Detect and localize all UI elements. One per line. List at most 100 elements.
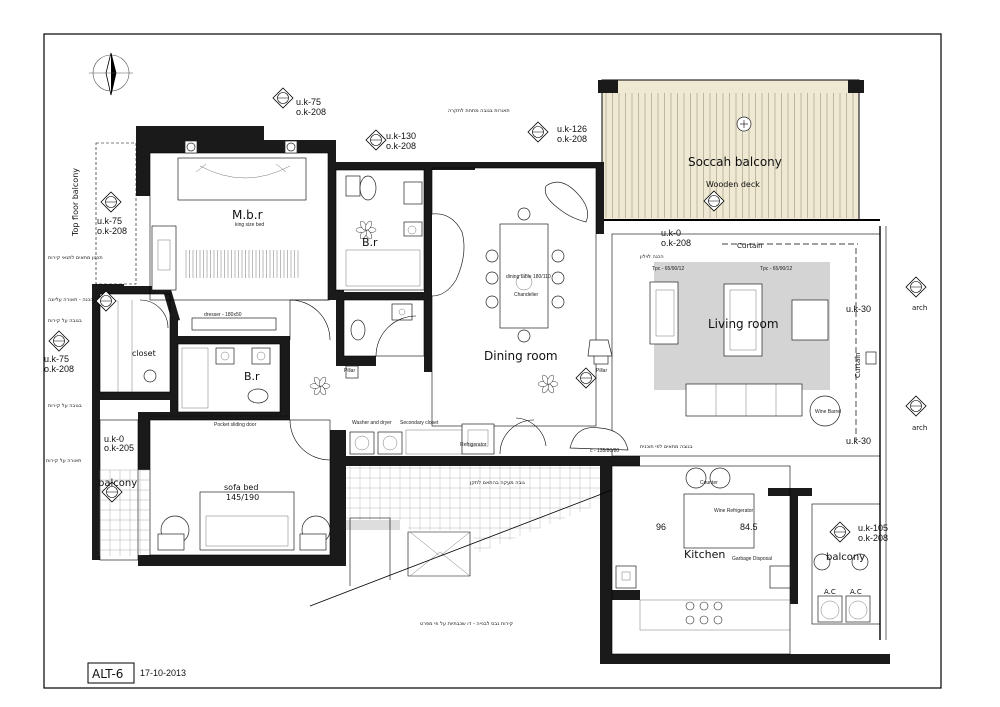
level-curtain-ok: o.k-208 (661, 238, 691, 248)
section-marker-icon (100, 191, 122, 213)
dining-chairs (485, 207, 565, 343)
section-marker-icon (575, 367, 597, 389)
bedroom-rug (185, 250, 299, 278)
room-label-balcony-right: balcony (826, 552, 865, 563)
section-marker-icon (829, 521, 851, 543)
sheet-date: 17-10-2013 (140, 668, 186, 678)
chandelier-note: Chandelier (514, 292, 539, 298)
burner (713, 601, 723, 611)
pocket-door-label: Pocket sliding door (214, 422, 257, 428)
section-marker-icon (95, 290, 117, 312)
king-bed (177, 157, 307, 201)
garbage-label: Garbage Disposal (732, 556, 772, 562)
hebrew-note-curtain: הכנה לוילון (640, 254, 664, 260)
section-marker-icon (905, 276, 927, 298)
level-left-upper-uk: u.k-75 (97, 216, 122, 226)
tv-label-2: Tpc - 65/90/12 (760, 266, 792, 272)
dining-chair (485, 295, 499, 309)
level-left-low-uk: u.k-0 (104, 434, 124, 444)
decorative-plants (309, 220, 559, 396)
dining-chair (517, 329, 531, 343)
hebrew-note-left-c: בגובה על קירות (48, 318, 82, 324)
curtain-label-side: Curtain (854, 352, 862, 378)
stair-cut (346, 504, 600, 606)
ac-label-1: A.C (824, 588, 836, 596)
room-label-kitchen: Kitchen (684, 548, 725, 561)
sofa-bed-label: sofa bed (224, 483, 258, 492)
pillar-label-1: Pillar (596, 368, 607, 374)
wine-barrel (809, 395, 841, 427)
sheet-id: ALT-6 (92, 667, 123, 681)
drawing-frame (43, 33, 942, 689)
burner (699, 601, 709, 611)
level-top-center-ok: o.k-208 (296, 107, 326, 117)
dining-chair (485, 271, 499, 285)
level-right-lower: u.k-30 (846, 436, 871, 446)
hebrew-note-kitchen: בגובה מתאים לפי תוכנית (640, 444, 693, 450)
dining-chair (485, 249, 499, 263)
tv-label-1: Tpc - 65/90/12 (652, 266, 684, 272)
level-kitchen-balcony-ok: o.k-208 (858, 533, 888, 543)
level-soccah-ok: o.k-208 (557, 134, 587, 144)
dining-chair (517, 207, 531, 221)
section-marker-icon (527, 121, 549, 143)
burner (685, 615, 695, 625)
room-label-closet: closet (132, 349, 156, 358)
room-label-living: Living room (708, 317, 779, 331)
level-toilet-ok: o.k-208 (386, 141, 416, 151)
level-left-mid-uk: u.k-75 (44, 354, 69, 364)
dresser-label: dresser - 180x50 (204, 312, 242, 318)
sofa-bed-size: 145/190 (226, 493, 259, 502)
level-left-low-ok: o.k-205 (104, 443, 134, 453)
door-swings (139, 299, 547, 461)
level-toilet-uk: u.k-130 (386, 131, 416, 141)
burner (713, 615, 723, 625)
wine-fridge-label: Wine Refrigerator (714, 508, 754, 514)
dining-chair (551, 271, 565, 285)
hebrew-notes: תאורות בגובה מתחת לתקרה תכנון מתאים לתנא… (46, 108, 693, 627)
room-label-balcony-left: balcony (98, 478, 137, 489)
level-left-mid-ok: o.k-208 (44, 364, 74, 374)
furniture (117, 140, 877, 631)
dining-chair (551, 295, 565, 309)
hebrew-note-left-d: בגובה על קירות (48, 403, 82, 409)
staircase (309, 489, 613, 607)
sofa-bed (199, 491, 295, 551)
section-marker-icon (272, 87, 294, 109)
room-label-br-upper: B.r (362, 236, 378, 249)
washer-dryer-label: Washer and dryer (352, 420, 392, 426)
plant-leaf (546, 374, 555, 385)
top-floor-balcony-label: Top floor balcony (71, 168, 80, 237)
north-arrow-icon (89, 52, 133, 96)
section-markers (48, 87, 927, 543)
burner (699, 615, 709, 625)
dining-table-note: dining table 180/110 (506, 274, 551, 280)
kitchen-island (683, 493, 755, 549)
burner (685, 601, 695, 611)
level-curtain-uk: u.k-0 (661, 228, 681, 238)
wooden-deck-label: Wooden deck (706, 180, 760, 189)
curtain-label-top: Curtain (737, 242, 763, 250)
stair-area-tiles (346, 466, 600, 606)
room-outlines (95, 142, 881, 655)
dining-chair (551, 249, 565, 263)
hebrew-note-stair: גובה מעקה בהתאם לתקן (470, 480, 525, 486)
kitchen-stool-label: c - 135/80/80 (590, 448, 619, 454)
room-label-dining: Dining room (484, 349, 558, 363)
plant-leaf (364, 220, 373, 231)
room-label-mbr: M.b.r (232, 208, 263, 222)
hebrew-note-left-b: הכנה - תאורה עליונה (48, 297, 94, 303)
arch-label-2: arch (912, 424, 927, 432)
coffee-table (723, 283, 763, 357)
level-top-center-uk: u.k-75 (296, 97, 321, 107)
hebrew-note-left-a: תכנון מתאים לתנאי קירות (48, 255, 103, 261)
hebrew-note-top: תאורות בגובה מתחת לתקרה (448, 108, 510, 114)
section-marker-icon (905, 395, 927, 417)
balcony-tiles (99, 469, 150, 556)
level-notes: u.k-75 o.k-208 u.k-130 o.k-208 u.k-126 o… (44, 97, 888, 543)
room-label-soccah: Soccah balcony (688, 155, 782, 169)
hebrew-note-left-e: תאורה על קירות (46, 458, 81, 464)
title-block: ALT-6 17-10-2013 (87, 662, 186, 684)
stove-burners (685, 601, 723, 625)
refrigerator-label: Refrigerator (460, 442, 487, 448)
